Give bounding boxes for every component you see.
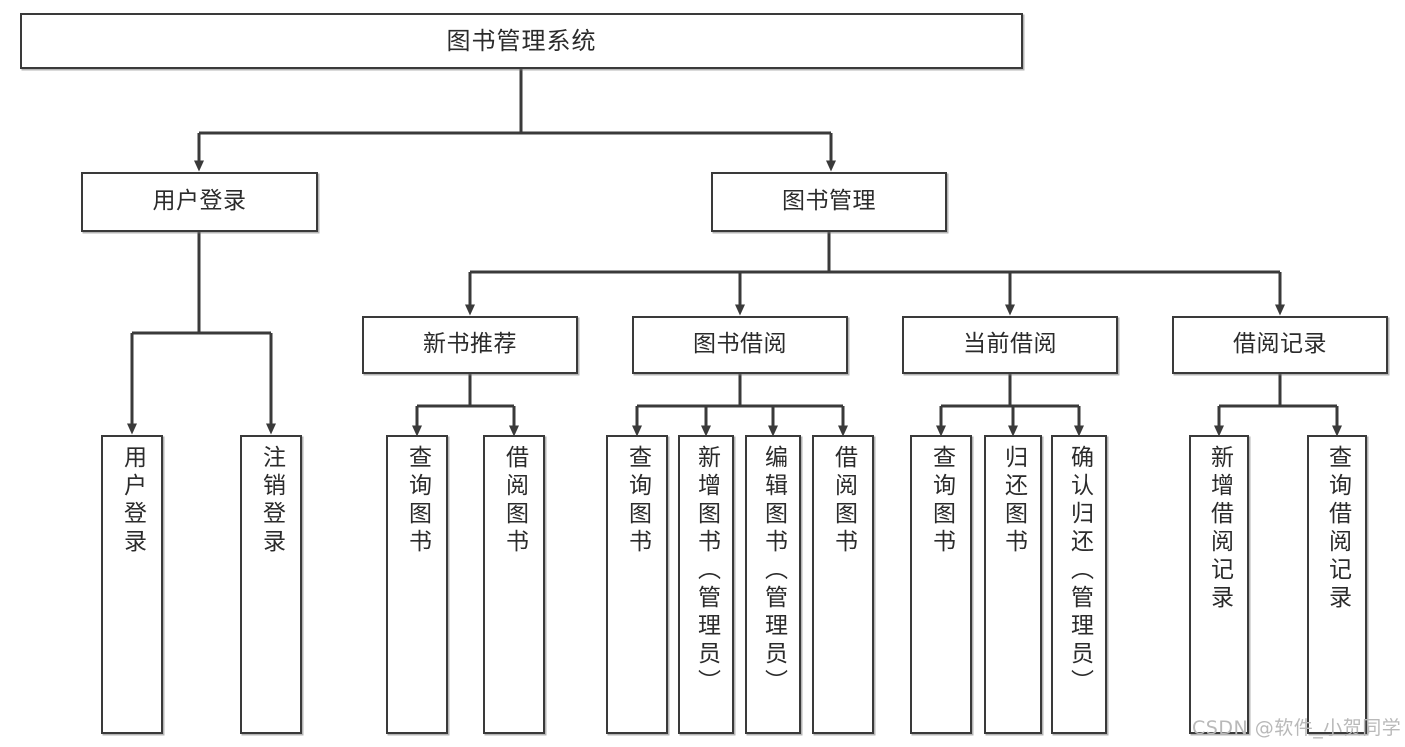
node-leaf-confirm-return-label: 确认归还（管理员） [1066,445,1093,697]
node-leaf-borrow-book-1-label: 借阅图书 [501,445,528,557]
node-leaf-query-book-2[interactable]: 查询图书 [606,435,668,734]
node-leaf-add-book-label: 新增图书（管理员） [693,445,720,697]
node-leaf-query-book-1-label: 查询图书 [404,445,431,557]
node-borrow-record-label: 借阅记录 [1233,331,1327,358]
node-leaf-confirm-return[interactable]: 确认归还（管理员） [1051,435,1107,734]
node-new-book-rec-label: 新书推荐 [423,331,517,358]
node-book-borrow[interactable]: 图书借阅 [632,316,848,374]
node-leaf-query-book-3-label: 查询图书 [928,445,955,557]
node-leaf-query-book-2-label: 查询图书 [624,445,651,557]
node-leaf-return-book[interactable]: 归还图书 [984,435,1042,734]
node-leaf-edit-book-label: 编辑图书（管理员） [760,445,787,697]
node-leaf-borrow-book-1[interactable]: 借阅图书 [483,435,545,734]
node-book-manage-label: 图书管理 [782,188,876,215]
node-new-book-rec[interactable]: 新书推荐 [362,316,578,374]
node-leaf-add-record[interactable]: 新增借阅记录 [1189,435,1249,734]
node-leaf-add-book[interactable]: 新增图书（管理员） [678,435,734,734]
node-book-manage[interactable]: 图书管理 [711,172,947,232]
node-current-borrow-label: 当前借阅 [963,331,1057,358]
node-leaf-borrow-book-2[interactable]: 借阅图书 [812,435,874,734]
node-leaf-user-login[interactable]: 用户登录 [101,435,163,734]
node-leaf-user-login-label: 用户登录 [119,445,146,557]
node-leaf-user-logout[interactable]: 注销登录 [240,435,302,734]
node-user-login[interactable]: 用户登录 [81,172,318,232]
node-leaf-add-record-label: 新增借阅记录 [1206,445,1233,613]
csdn-watermark: CSDN @软件_小贺同学 [1192,717,1402,739]
node-leaf-query-record-label: 查询借阅记录 [1324,445,1351,613]
node-leaf-borrow-book-2-label: 借阅图书 [830,445,857,557]
node-leaf-query-book-3[interactable]: 查询图书 [910,435,972,734]
node-leaf-user-logout-label: 注销登录 [258,445,285,557]
node-borrow-record[interactable]: 借阅记录 [1172,316,1388,374]
node-leaf-query-book-1[interactable]: 查询图书 [386,435,448,734]
node-book-borrow-label: 图书借阅 [693,331,787,358]
node-leaf-query-record[interactable]: 查询借阅记录 [1307,435,1367,734]
node-root[interactable]: 图书管理系统 [20,13,1023,69]
node-root-label: 图书管理系统 [446,26,597,55]
node-leaf-return-book-label: 归还图书 [1000,445,1027,557]
node-current-borrow[interactable]: 当前借阅 [902,316,1118,374]
node-user-login-label: 用户登录 [152,188,247,215]
node-leaf-edit-book[interactable]: 编辑图书（管理员） [745,435,801,734]
